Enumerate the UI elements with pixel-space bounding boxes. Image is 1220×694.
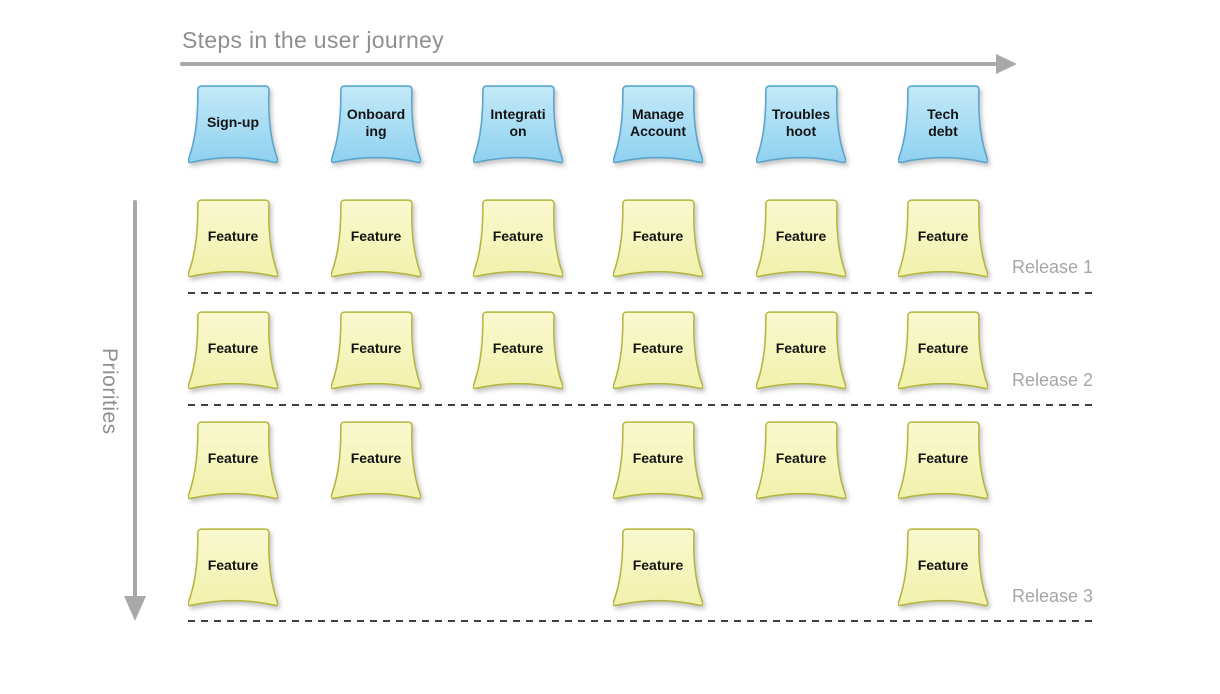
feature-note-label: Feature: [350, 228, 402, 245]
journey-axis-arrow-line: [180, 62, 997, 66]
step-note-troubleshoot[interactable]: Troubleshoot: [756, 84, 846, 166]
feature-note[interactable]: Feature: [188, 527, 278, 609]
feature-note[interactable]: Feature: [473, 310, 563, 392]
release-3-separator: [188, 620, 1092, 622]
sticky-note-shape: [898, 310, 988, 392]
feature-note-label: Feature: [492, 340, 544, 357]
priorities-axis-arrowhead-icon: [124, 596, 146, 621]
release-3-label: Release 3: [1012, 586, 1094, 606]
sticky-note-shape: [898, 527, 988, 609]
feature-note-label: Feature: [917, 450, 969, 467]
feature-note[interactable]: Feature: [613, 310, 703, 392]
release-1-label: Release 1: [1012, 257, 1094, 277]
release-2-separator: [188, 404, 1092, 406]
sticky-note-shape: [613, 84, 703, 166]
priorities-axis-arrow-line: [133, 200, 137, 598]
feature-note-label: Feature: [632, 450, 684, 467]
step-note-label: Tech debt: [927, 105, 959, 139]
feature-note-label: Feature: [775, 450, 827, 467]
feature-note-label: Feature: [207, 450, 259, 467]
feature-note-label: Feature: [917, 340, 969, 357]
sticky-note-shape: [331, 198, 421, 280]
feature-note[interactable]: Feature: [331, 198, 421, 280]
step-note-label: Integration: [490, 105, 546, 139]
feature-note-label: Feature: [917, 557, 969, 574]
sticky-note-shape: [756, 310, 846, 392]
feature-note[interactable]: Feature: [613, 420, 703, 502]
feature-note[interactable]: Feature: [898, 420, 988, 502]
feature-note[interactable]: Feature: [898, 527, 988, 609]
feature-note[interactable]: Feature: [756, 420, 846, 502]
sticky-note-shape: [613, 527, 703, 609]
release-1-separator: [188, 292, 1092, 294]
feature-note[interactable]: Feature: [898, 198, 988, 280]
sticky-note-shape: [756, 420, 846, 502]
sticky-note-shape: [898, 84, 988, 166]
feature-note-label: Feature: [492, 228, 544, 245]
step-note-manage-account[interactable]: Manage Account: [613, 84, 703, 166]
sticky-note-shape: [331, 420, 421, 502]
feature-note-label: Feature: [632, 228, 684, 245]
sticky-note-shape: [331, 310, 421, 392]
feature-note[interactable]: Feature: [188, 198, 278, 280]
feature-note[interactable]: Feature: [613, 527, 703, 609]
journey-axis-arrowhead-icon: [996, 54, 1017, 74]
feature-note[interactable]: Feature: [188, 420, 278, 502]
step-note-sign-up[interactable]: Sign-up: [188, 84, 278, 166]
feature-note[interactable]: Feature: [898, 310, 988, 392]
feature-note-label: Feature: [350, 340, 402, 357]
sticky-note-shape: [613, 310, 703, 392]
feature-note-label: Feature: [207, 228, 259, 245]
sticky-note-shape: [188, 420, 278, 502]
sticky-note-shape: [188, 84, 278, 166]
sticky-note-shape: [331, 84, 421, 166]
feature-note-label: Feature: [632, 340, 684, 357]
feature-note-label: Feature: [207, 557, 259, 574]
release-2-label: Release 2: [1012, 370, 1094, 390]
feature-note[interactable]: Feature: [473, 198, 563, 280]
feature-note-label: Feature: [775, 228, 827, 245]
step-note-label: Sign-up: [206, 114, 260, 131]
feature-note[interactable]: Feature: [188, 310, 278, 392]
feature-note[interactable]: Feature: [756, 310, 846, 392]
step-note-integration[interactable]: Integration: [473, 84, 563, 166]
sticky-note-shape: [613, 198, 703, 280]
sticky-note-shape: [898, 198, 988, 280]
journey-axis-title: Steps in the user journey: [182, 27, 444, 53]
feature-note-label: Feature: [207, 340, 259, 357]
sticky-note-shape: [188, 310, 278, 392]
feature-note[interactable]: Feature: [331, 420, 421, 502]
feature-note-label: Feature: [350, 450, 402, 467]
priorities-axis-title: Priorities: [98, 348, 121, 435]
feature-note-label: Feature: [632, 557, 684, 574]
sticky-note-shape: [473, 84, 563, 166]
sticky-note-shape: [188, 198, 278, 280]
sticky-note-shape: [756, 84, 846, 166]
step-note-label: Manage Account: [630, 105, 686, 139]
step-note-label: Onboarding: [346, 105, 406, 139]
feature-note-label: Feature: [775, 340, 827, 357]
step-note-onboarding[interactable]: Onboarding: [331, 84, 421, 166]
sticky-note-shape: [756, 198, 846, 280]
feature-note[interactable]: Feature: [756, 198, 846, 280]
sticky-note-shape: [898, 420, 988, 502]
step-note-tech-debt[interactable]: Tech debt: [898, 84, 988, 166]
sticky-note-shape: [188, 527, 278, 609]
sticky-note-shape: [613, 420, 703, 502]
sticky-note-shape: [473, 310, 563, 392]
feature-note[interactable]: Feature: [613, 198, 703, 280]
sticky-note-shape: [473, 198, 563, 280]
feature-note-label: Feature: [917, 228, 969, 245]
step-note-label: Troubleshoot: [771, 105, 831, 139]
feature-note[interactable]: Feature: [331, 310, 421, 392]
